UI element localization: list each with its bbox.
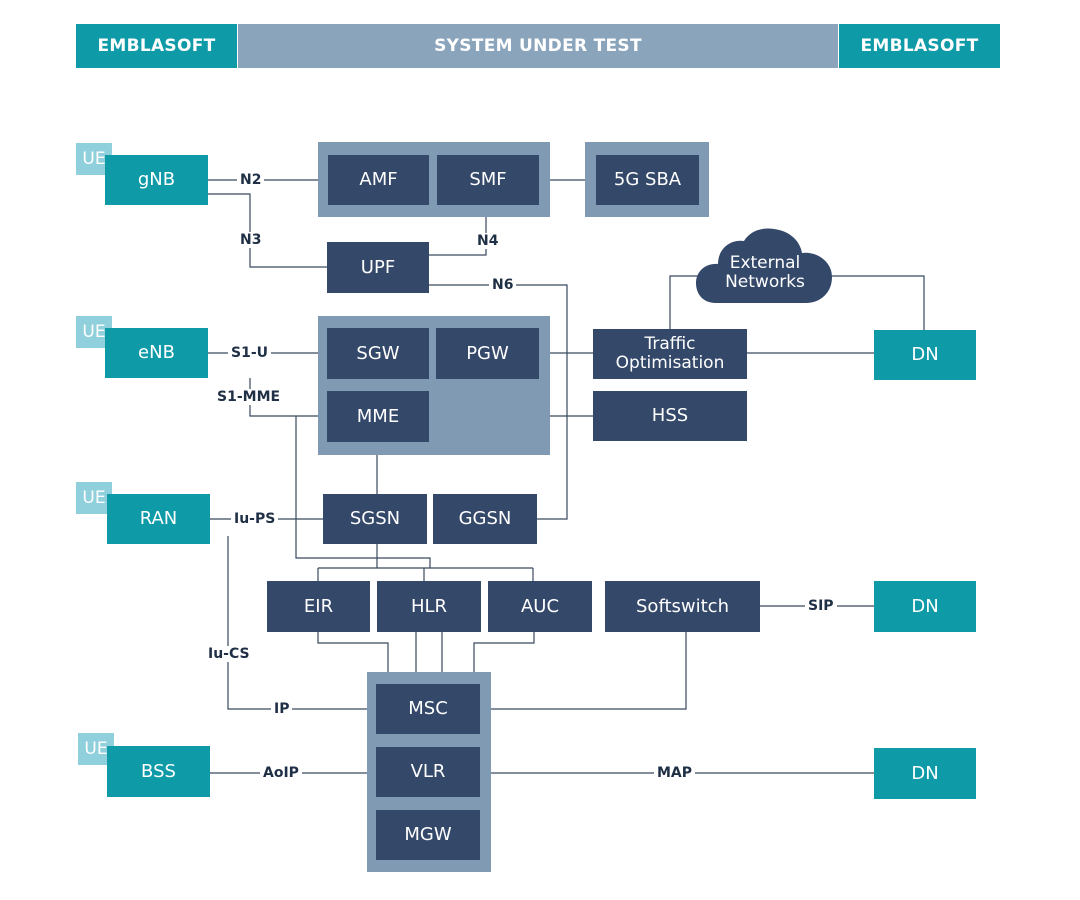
smf-node: SMF: [437, 155, 539, 205]
external-networks-label: External Networks: [704, 252, 826, 294]
upf-label: UPF: [360, 256, 396, 278]
header-right-label: EMBLASOFT: [860, 36, 979, 56]
header-left-label: EMBLASOFT: [97, 36, 216, 56]
mgw-node: MGW: [376, 810, 480, 860]
interface-n6-label: N6: [489, 277, 517, 293]
link-mme-bus: [295, 416, 431, 568]
auc-node: AUC: [488, 581, 592, 632]
dn-node-top: DN: [874, 330, 976, 380]
hss-node: HSS: [593, 391, 747, 441]
link-traffic-external: [669, 275, 700, 330]
sba-label: 5G SBA: [613, 169, 682, 191]
dn-node-map: DN: [874, 748, 976, 799]
ggsn-label: GGSN: [458, 508, 512, 530]
sgsn-label: SGSN: [349, 508, 401, 530]
interface-n3-label: N3: [237, 232, 265, 248]
hlr-label: HLR: [410, 595, 448, 617]
sgw-node: SGW: [327, 328, 429, 379]
mme-node: MME: [327, 391, 429, 442]
ue-badge-ran: UE: [76, 482, 112, 514]
gnb-label: gNB: [137, 169, 176, 191]
smf-label: SMF: [469, 169, 507, 191]
sgw-label: SGW: [356, 342, 400, 364]
external-networks-text: External Networks: [725, 253, 805, 292]
ue-label: UE: [82, 488, 106, 508]
pgw-node: PGW: [436, 328, 539, 379]
gnb-node: gNB: [105, 155, 208, 205]
softswitch-node: Softswitch: [605, 581, 760, 632]
dn-label: DN: [911, 344, 939, 366]
link-auc-msc: [473, 632, 535, 672]
msc-label: MSC: [408, 698, 448, 720]
ran-label: RAN: [139, 508, 178, 530]
link-eir-msc: [317, 632, 389, 672]
upf-node: UPF: [327, 242, 429, 293]
ue-label: UE: [84, 739, 108, 759]
link-softswitch-msc: [480, 632, 687, 710]
vlr-label: VLR: [410, 761, 446, 783]
dn-label: DN: [911, 595, 939, 617]
enb-node: eNB: [105, 328, 208, 378]
interface-iucs-label: Iu-CS: [205, 646, 253, 662]
link-n3: [208, 193, 327, 268]
ran-node: RAN: [107, 494, 210, 544]
dn-node-sip: DN: [874, 581, 976, 632]
link-iucs: [227, 536, 376, 710]
hlr-node: HLR: [377, 581, 481, 632]
ggsn-node: GGSN: [433, 494, 537, 544]
cloud-icon: [696, 228, 832, 303]
interface-aoip-label: AoIP: [260, 765, 302, 781]
link-n4: [429, 205, 487, 256]
header-right: EMBLASOFT: [839, 24, 1000, 68]
sba-node: 5G SBA: [596, 155, 699, 205]
ue-label: UE: [82, 149, 106, 169]
amf-label: AMF: [359, 169, 398, 191]
link-external-dn: [832, 275, 925, 330]
interface-s1u-label: S1-U: [228, 345, 272, 361]
interface-sip-label: SIP: [805, 598, 837, 614]
interface-ip-label: IP: [271, 701, 293, 717]
vlr-node: VLR: [376, 747, 480, 797]
interface-iups-label: Iu-PS: [231, 511, 279, 527]
msc-node: MSC: [376, 684, 480, 734]
dn-label: DN: [911, 762, 939, 784]
eir-node: EIR: [267, 581, 370, 632]
interface-map-label: MAP: [654, 765, 696, 781]
amf-node: AMF: [328, 155, 429, 205]
bss-label: BSS: [141, 760, 176, 782]
ue-label: UE: [82, 322, 106, 342]
pgw-label: PGW: [466, 342, 509, 364]
hss-label: HSS: [651, 405, 689, 427]
auc-label: AUC: [520, 595, 560, 617]
eir-label: EIR: [303, 595, 334, 617]
bss-node: BSS: [107, 746, 210, 797]
header-left: EMBLASOFT: [76, 24, 237, 68]
traffic-optimisation-node: Traffic Optimisation: [593, 329, 747, 379]
interface-s1mme-label: S1-MME: [214, 389, 284, 405]
mgw-label: MGW: [404, 824, 452, 846]
mme-label: MME: [356, 405, 400, 427]
traffic-optimisation-label: Traffic Optimisation: [615, 334, 725, 373]
interface-n2-label: N2: [237, 172, 265, 188]
sgsn-node: SGSN: [323, 494, 427, 544]
enb-label: eNB: [138, 342, 175, 364]
header-center-label: SYSTEM UNDER TEST: [434, 36, 642, 56]
softswitch-label: Softswitch: [636, 595, 729, 617]
interface-n4-label: N4: [474, 233, 502, 249]
header-center: SYSTEM UNDER TEST: [238, 24, 838, 68]
